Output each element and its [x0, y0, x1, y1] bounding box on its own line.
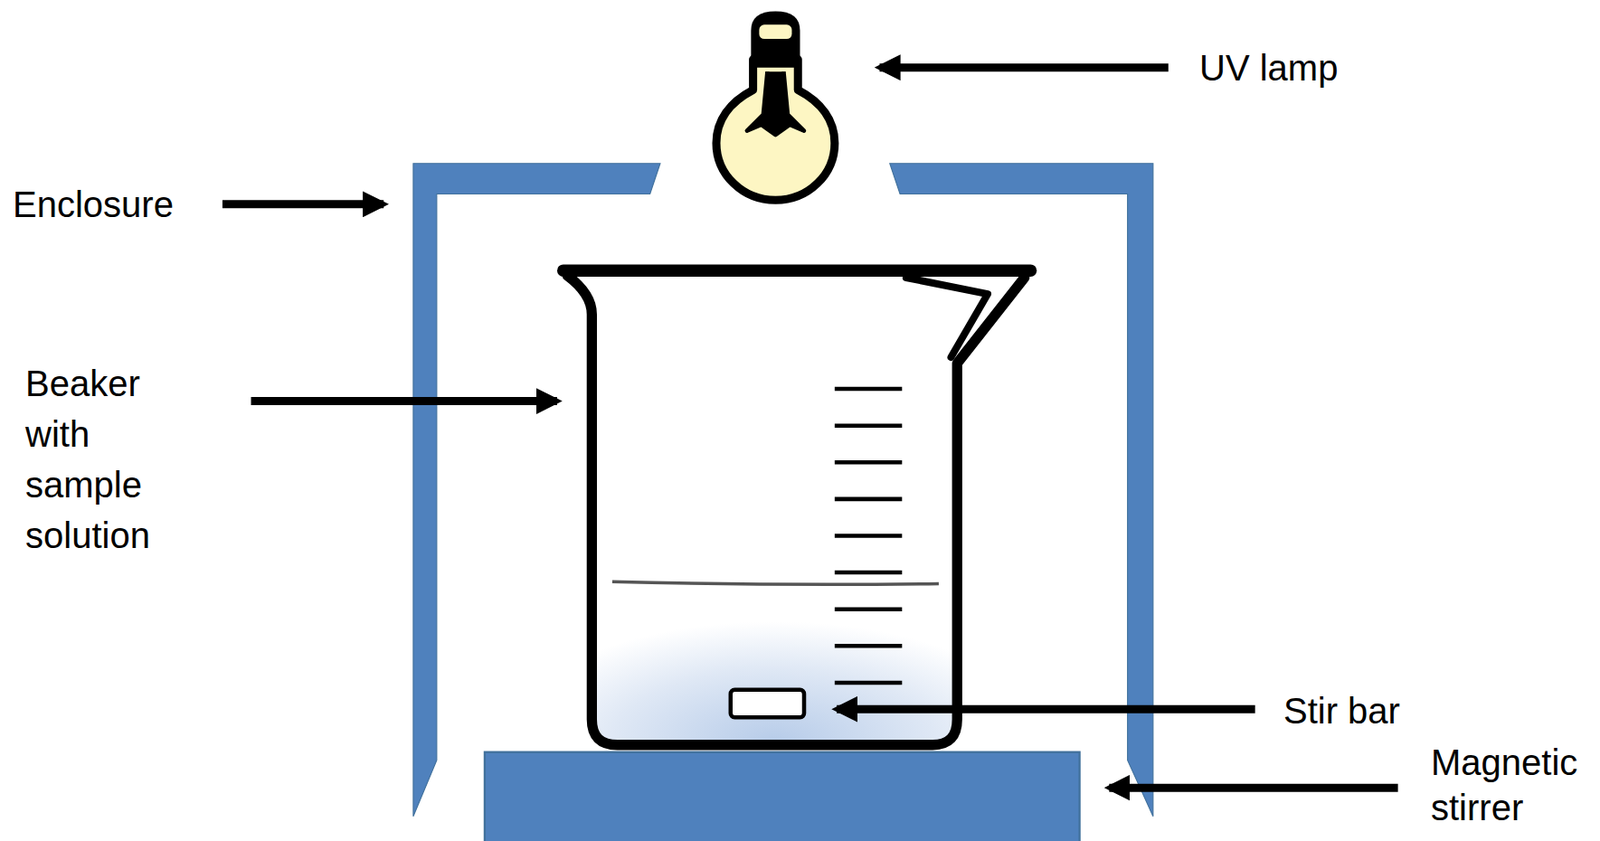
- part-label: Enclosure: [12, 179, 221, 230]
- uv-lamp: [716, 11, 835, 201]
- sample-solution: [595, 581, 955, 741]
- leader-arrow: [836, 705, 1256, 714]
- meniscus: [612, 581, 939, 585]
- part-label: Magnetic stirrer: [1430, 739, 1592, 831]
- leader-arrow: [251, 397, 558, 406]
- leader-arrow: [222, 199, 384, 209]
- graduation-marks: [834, 388, 902, 683]
- leader-arrows: [222, 67, 1399, 789]
- magnetic-stirrer: [484, 752, 1080, 841]
- part-label: Beaker with sample solution: [25, 358, 171, 561]
- stir-bar: [730, 690, 805, 718]
- part-label: Stir bar: [1283, 685, 1555, 737]
- beaker: [563, 270, 1032, 746]
- leader-arrow: [879, 63, 1168, 72]
- leader-arrow: [1108, 784, 1398, 793]
- part-label: UV lamp: [1199, 42, 1471, 94]
